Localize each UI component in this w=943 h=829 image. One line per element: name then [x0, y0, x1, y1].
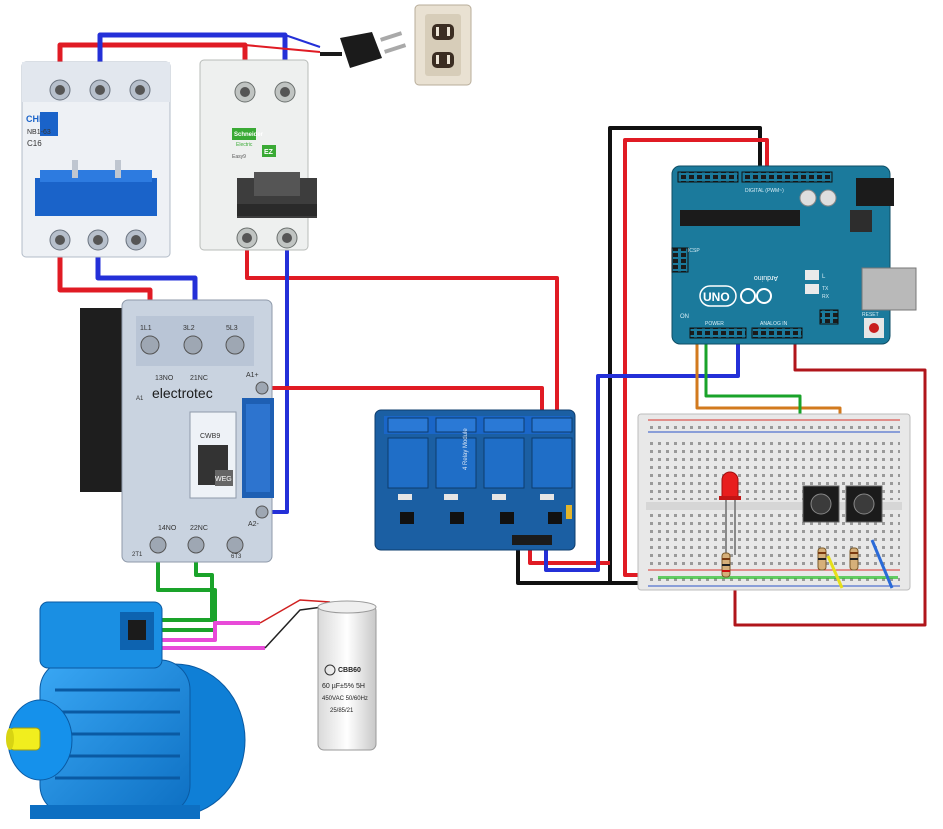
- contactor-aux-21nc: 21NC: [190, 375, 208, 382]
- arduino-power-label: POWER: [705, 321, 724, 327]
- wire-red-5v: [623, 138, 769, 577]
- contactor-side-text: A1: [136, 396, 144, 402]
- chnt-model-text: NB1-63: [27, 129, 51, 136]
- contactor-a2-label: A2-: [248, 521, 260, 528]
- contactor-aux-13no: 13NO: [155, 375, 174, 382]
- relay-module: 4 Relay Module: [374, 409, 576, 551]
- arduino-reset-label: RESET: [862, 312, 879, 318]
- contactor-model-text: CWB9: [200, 433, 220, 440]
- wire-relay-blue: [544, 335, 740, 572]
- arduino-board-label: Arduino: [754, 274, 778, 281]
- wire-plug-blue: [284, 34, 321, 48]
- arduino-icsp-label: ICSP: [688, 248, 700, 254]
- contactor: 1L1 3L2 5L3 13NO 21NC A1+ electrotec A1 …: [80, 299, 274, 563]
- capacitor-code: 25/85/21: [330, 708, 354, 714]
- arduino-l-label: L: [822, 274, 826, 280]
- schneider-brand-text: Schneider: [234, 132, 264, 138]
- arduino-tx-label: TX: [822, 286, 829, 292]
- wire-motor-green-2: [150, 545, 214, 622]
- contactor-t3: 5L3: [226, 325, 238, 332]
- arduino-uno-label: UNO: [703, 290, 730, 304]
- red-led: [719, 471, 741, 555]
- wire-yellow-jumper: [826, 555, 844, 589]
- capacitor-value: 60 µF±5% 5H: [322, 683, 365, 690]
- resistor-btn1: [817, 547, 827, 571]
- contactor-14no: 14NO: [158, 525, 177, 532]
- wire-plug-red: [244, 44, 321, 53]
- resistor-led: [721, 552, 731, 578]
- relay-module-label: 4 Relay Module: [463, 428, 469, 470]
- breaker-schneider: Schneider Electric Easy9 EZ: [199, 59, 317, 251]
- schneider-badge-text: EZ: [264, 149, 274, 156]
- arduino-rx-label: RX: [822, 294, 830, 300]
- wire-relay-red: [528, 545, 610, 565]
- capacitor-brand: CBB60: [338, 667, 361, 674]
- chnt-brand-text: CHNT: [26, 114, 51, 124]
- wire-cap-red: [259, 599, 331, 624]
- resistor-btn2: [849, 547, 859, 571]
- contactor-t2: 3L2: [183, 325, 195, 332]
- bb-green-dots: [658, 576, 898, 579]
- relay-optos: [400, 512, 562, 524]
- breaker-chnt: CHNT NB1-63 C16: [21, 61, 171, 258]
- contactor-maker-logo: WEG: [215, 476, 232, 483]
- arduino-analog-label: ANALOG IN: [760, 321, 788, 327]
- wall-outlet: [414, 4, 472, 86]
- capacitor: CBB60 60 µF±5% 5H 450VAC 50/60Hz 25/85/2…: [317, 600, 377, 751]
- schneider-sub-text: Electric: [236, 142, 253, 148]
- contactor-6t3: 6T3: [231, 554, 242, 560]
- push-button-1[interactable]: [802, 485, 840, 523]
- contactor-2t1: 2T1: [132, 552, 143, 558]
- arduino-on-label: ON: [680, 314, 689, 320]
- relay-terminals: [387, 417, 573, 433]
- contactor-brand-text: electrotec: [152, 385, 213, 401]
- capacitor-voltage: 450VAC 50/60Hz: [322, 696, 368, 702]
- arduino-uno: DIGITAL (PWM~) ICSP L TX RX UNO Arduino …: [671, 165, 917, 345]
- wire-darkred-led: [733, 335, 927, 627]
- contactor-a1-label: A1+: [246, 372, 259, 379]
- wire-cap-magenta-1: [150, 621, 260, 642]
- arduino-logo-icon: [740, 288, 772, 304]
- wire-lightblue-jumper: [870, 539, 894, 589]
- contactor-t1: 1L1: [140, 325, 152, 332]
- wire-b2-red: [245, 240, 559, 425]
- power-plug: [320, 31, 407, 68]
- electric-motor: [6, 601, 246, 819]
- wire-motor-green-1: [150, 545, 217, 632]
- relay-blocks: [387, 437, 573, 489]
- push-button-2[interactable]: [845, 485, 883, 523]
- arduino-digital-label: DIGITAL (PWM~): [745, 188, 784, 194]
- wire-black-gnd: [516, 126, 762, 585]
- relay-leds: [398, 494, 554, 500]
- contactor-22nc: 22NC: [190, 525, 208, 532]
- chnt-rating-text: C16: [27, 139, 42, 148]
- schneider-series-text: Easy9: [232, 154, 246, 160]
